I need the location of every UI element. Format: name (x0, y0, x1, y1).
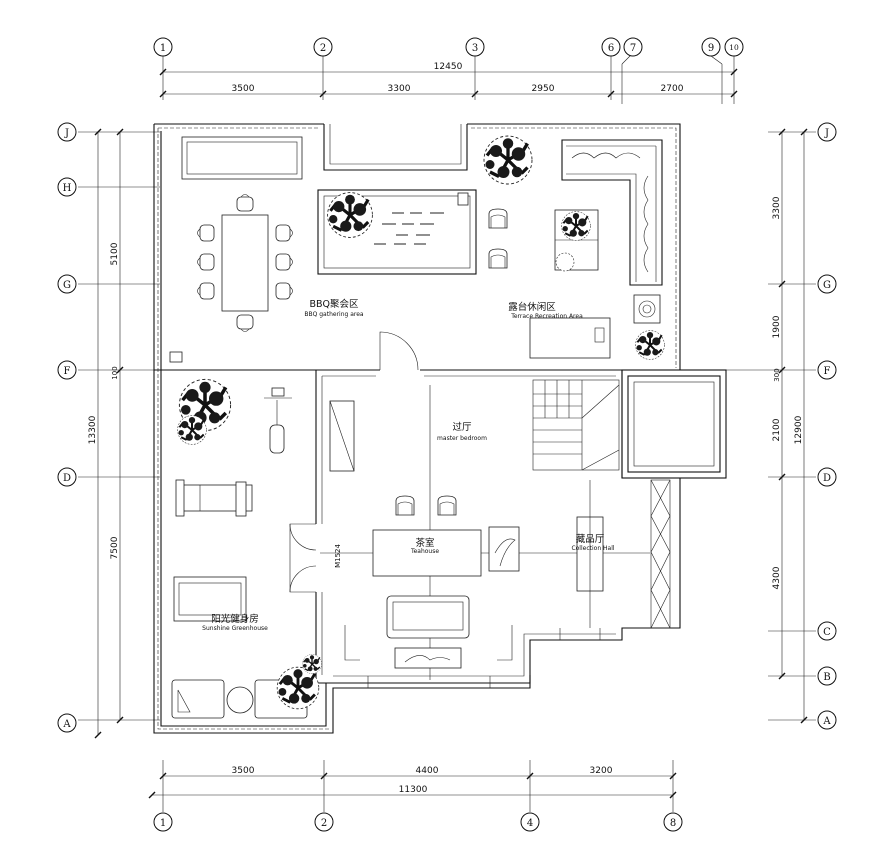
bottom-total-dim: 11300 (399, 785, 428, 795)
axis-top-6: 6 (608, 43, 614, 54)
axis-bottom-4: 4 (527, 818, 533, 829)
axis-right-A: A (822, 716, 831, 727)
axis-left-A: A (62, 719, 71, 730)
axis-top-2: 2 (320, 43, 326, 54)
axis-top-3: 3 (472, 43, 478, 54)
collection-label-zh: 藏品厅 (576, 533, 605, 545)
collection-label-en: Collection Hall (571, 545, 614, 552)
bottom-dim-2: 4400 (416, 766, 439, 776)
right-dim-4: 2100 (772, 418, 782, 441)
right-dim-1: 3300 (772, 196, 782, 219)
axis-bottom-1: 1 (160, 818, 166, 829)
right-dim-2: 1900 (772, 315, 782, 338)
doors (289, 331, 419, 593)
axis-top-7: 7 (630, 43, 636, 54)
axis-bottom-8: 8 (670, 818, 676, 829)
hall-label-en: master bedroom (437, 435, 487, 442)
staircase (532, 379, 620, 471)
axis-right-C: C (823, 627, 831, 638)
tea-label-zh: 茶室 (415, 537, 434, 549)
exterior-walls (153, 123, 727, 734)
left-dim-2: 100 (111, 366, 119, 379)
interior-furniture (320, 385, 650, 680)
left-total-dim: 13300 (88, 415, 98, 444)
top-dim-3: 2950 (532, 84, 555, 94)
top-dim-4: 2700 (661, 84, 684, 94)
left-dim-3: 7500 (110, 536, 120, 559)
bottom-dimension-lines (148, 760, 677, 812)
axis-bottom-2: 2 (321, 818, 327, 829)
bottom-dim-1: 3500 (232, 766, 255, 776)
axis-left-D: D (63, 473, 71, 484)
top-total-dim: 12450 (434, 62, 463, 72)
left-dim-1: 5100 (110, 242, 120, 265)
axis-right-F: F (824, 366, 831, 377)
right-dim-3: 300 (773, 368, 781, 381)
bbq-label-en: BBQ gathering area (304, 311, 364, 318)
door-tag: M1524 (334, 544, 342, 568)
right-dim-5: 4300 (772, 566, 782, 589)
top-dimension-lines (159, 51, 738, 104)
axis-top-9: 9 (708, 43, 714, 54)
bbq-label-zh: BBQ聚会区 (309, 298, 359, 310)
greenhouse-label-zh: 阳光健身房 (211, 613, 259, 625)
greenhouse-furniture (171, 377, 323, 719)
axis-left-G: G (63, 280, 71, 291)
tea-label-en: Teahouse (410, 548, 439, 555)
bottom-dim-3: 3200 (590, 766, 613, 776)
top-dim-1: 3500 (232, 84, 255, 94)
right-total-dim: 12900 (794, 415, 804, 444)
terrace-furniture (482, 134, 666, 361)
axis-left-H: H (63, 183, 72, 194)
dimension-labels: 12450 3500 3300 2950 2700 3500 4400 3200… (88, 62, 804, 795)
axis-top-10: 10 (729, 43, 739, 52)
hall-label-zh: 过厅 (452, 421, 472, 433)
axis-right-B: B (823, 672, 830, 683)
axis-right-J: J (824, 128, 829, 139)
axis-top-1: 1 (160, 43, 166, 54)
axis-right-D: D (823, 473, 831, 484)
axis-left-F: F (64, 366, 71, 377)
grid-labels: 1 2 3 6 7 9 10 1 2 4 8 J H G F D A J G F… (62, 43, 831, 829)
terrace-label-en: Terrace Recreation Area (510, 313, 583, 320)
greenhouse-label-en: Sunshine Greenhouse (202, 625, 268, 632)
right-dimension-lines (720, 128, 816, 724)
room-labels: BBQ聚会区 BBQ gathering area 露台休闲区 Terrace … (202, 298, 615, 632)
bbq-furniture (169, 136, 374, 363)
axis-left-J: J (64, 128, 69, 139)
grid-bubbles (57, 37, 837, 832)
terrace-label-zh: 露台休闲区 (508, 301, 556, 313)
top-dim-2: 3300 (388, 84, 411, 94)
axis-right-G: G (823, 280, 831, 291)
